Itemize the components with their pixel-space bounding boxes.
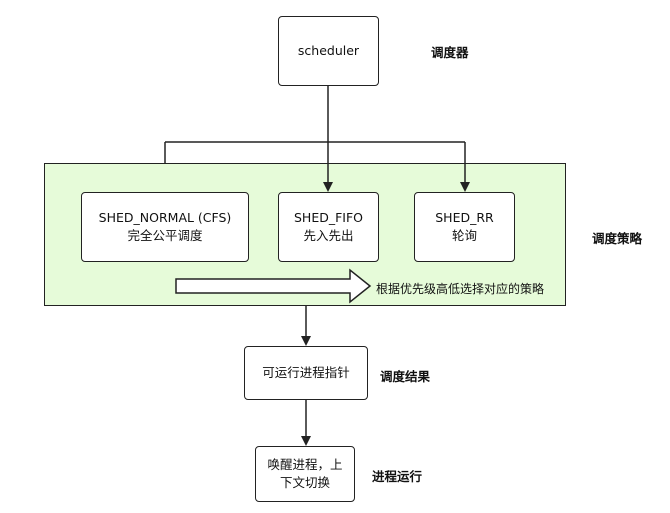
fifo-policy-node: SHED_FIFO 先入先出: [278, 192, 379, 262]
fifo-policy-name: SHED_FIFO: [293, 210, 363, 225]
priority-arrow: [175, 268, 372, 304]
wake-node: 唤醒进程，上 下文切换: [255, 446, 355, 502]
wake-node-line1: 唤醒进程，上: [267, 457, 343, 472]
result-node: 可运行进程指针: [244, 346, 368, 400]
rr-policy-name: SHED_RR: [435, 210, 494, 225]
wake-node-line2: 下文切换: [279, 475, 330, 490]
priority-note: 根据优先级高低选择对应的策略: [376, 282, 545, 296]
normal-policy-node: SHED_NORMAL (CFS) 完全公平调度: [81, 192, 249, 262]
policy-side-label: 调度策略: [592, 231, 643, 246]
scheduler-side-label: 调度器: [431, 45, 469, 60]
scheduler-node-label: scheduler: [297, 43, 360, 58]
result-side-label: 调度结果: [380, 369, 431, 384]
rr-policy-node: SHED_RR 轮询: [414, 192, 515, 262]
fifo-policy-desc: 先入先出: [303, 228, 354, 243]
rr-policy-desc: 轮询: [451, 228, 477, 243]
result-node-label: 可运行进程指针: [262, 365, 350, 380]
scheduler-node: scheduler: [278, 16, 379, 86]
normal-policy-name: SHED_NORMAL (CFS): [98, 210, 232, 225]
running-side-label: 进程运行: [372, 469, 423, 484]
normal-policy-desc: 完全公平调度: [127, 228, 203, 243]
